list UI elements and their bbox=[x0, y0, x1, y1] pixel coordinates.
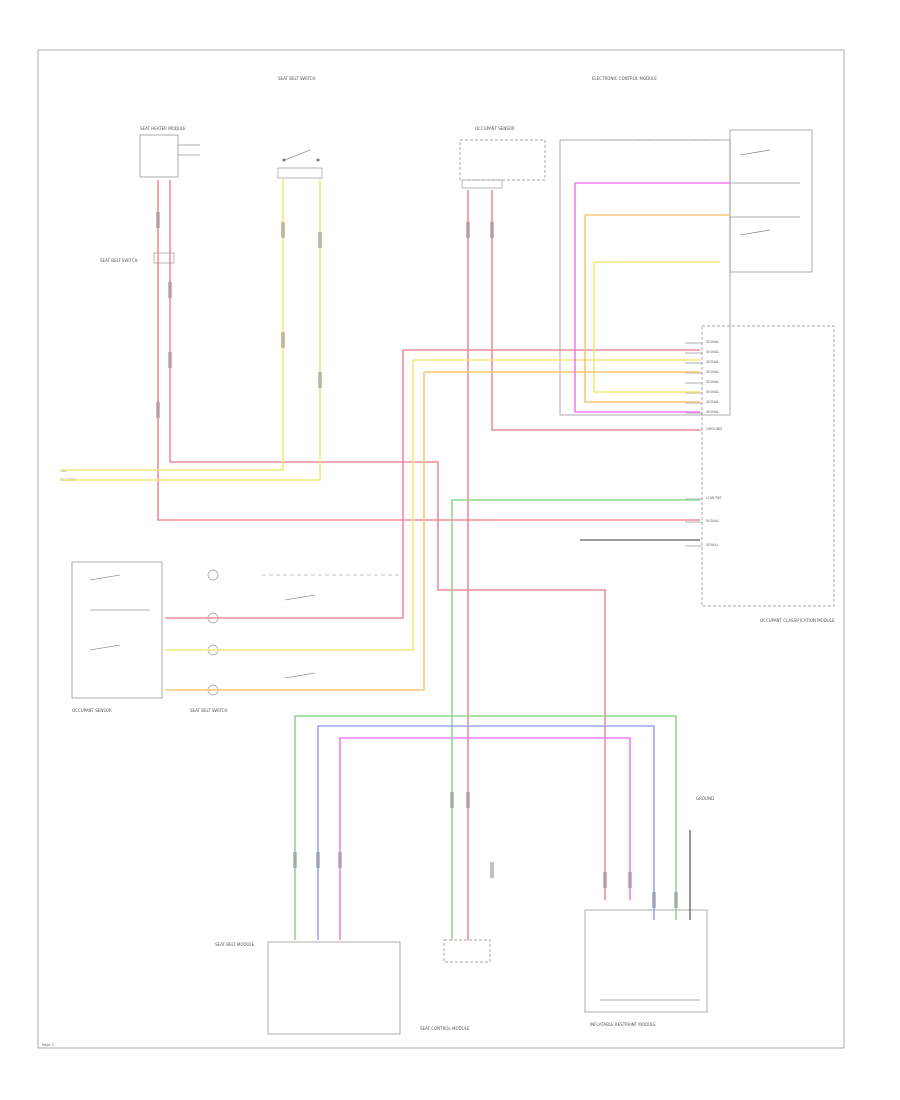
right-module-pin-11: SIGNAL bbox=[706, 519, 719, 523]
right-module-pin-9: GROUND bbox=[706, 427, 722, 431]
wire-green-2 bbox=[294, 715, 677, 940]
wire-splice-mark-1 bbox=[156, 212, 160, 228]
right-module-pin-5: SIGNAL bbox=[706, 380, 719, 384]
lower-left-sensor-label: OCCUPANT SENSOR bbox=[72, 708, 112, 713]
center-top-switch-label: SEAT BELT SWITCH bbox=[278, 76, 316, 81]
wire-splice-mark-18 bbox=[628, 872, 632, 888]
wire-red-6 bbox=[491, 190, 700, 431]
wire-splice-mark-6 bbox=[318, 232, 322, 248]
right-module-pin-7: SIGNAL bbox=[706, 400, 719, 404]
right-module-pin-6: SIGNAL bbox=[706, 390, 719, 394]
wire-yellow-6 bbox=[593, 262, 700, 393]
lower-left-connectors bbox=[207, 569, 219, 696]
bottom-center-module-label: SEAT CONTROL MODULE bbox=[420, 1026, 470, 1031]
wire-yellow-1 bbox=[60, 178, 284, 471]
right-module-label: OCCUPANT CLASSIFICATION MODULE bbox=[760, 618, 835, 623]
wire-green-1 bbox=[451, 499, 700, 940]
right-module-pin-8: SIGNAL bbox=[706, 410, 719, 414]
right-module-pin-10: LOW REF bbox=[706, 496, 722, 500]
wire-splice-mark-16 bbox=[490, 862, 494, 878]
wire-splice-mark-20 bbox=[674, 892, 678, 908]
left-connector-label: SEAT BELT SWITCH bbox=[100, 258, 138, 263]
wire-splice-mark-7 bbox=[281, 332, 285, 348]
center-top-switch-connector bbox=[277, 167, 323, 179]
wire-splice-mark-11 bbox=[293, 852, 297, 868]
top-right-note: ELECTRONIC CONTROL MODULE bbox=[592, 76, 657, 81]
wire-splice-mark-15 bbox=[466, 792, 470, 808]
wire-splice-mark-12 bbox=[316, 852, 320, 868]
left-connector bbox=[153, 252, 175, 264]
left-seat-heater-module bbox=[139, 134, 179, 178]
bottom-left-module-label: SEAT BELT MODULE bbox=[215, 942, 255, 947]
wire-red-1 bbox=[157, 180, 700, 521]
wire-splice-mark-9 bbox=[466, 222, 470, 238]
wire-splice-mark-17 bbox=[603, 872, 607, 888]
lower-left-switch-label: SEAT BELT SWITCH bbox=[190, 708, 228, 713]
left-edge-label-a: YEL bbox=[60, 469, 66, 473]
bottom-center-module bbox=[443, 939, 491, 963]
right-module-pin-labels: SIGNAL SIGNAL SIGNAL SIGNAL SIGNAL SIGNA… bbox=[706, 340, 722, 547]
right-module-pin-4: SIGNAL bbox=[706, 370, 719, 374]
right-module-pin-3: SIGNAL bbox=[706, 360, 719, 364]
bottom-right-ground-label: GROUND bbox=[696, 796, 714, 801]
bottom-left-module bbox=[267, 941, 401, 1035]
center-top-switch-contact bbox=[284, 149, 311, 161]
diagram-frame bbox=[37, 49, 845, 1049]
center-occupant-sensor-label: OCCUPANT SENSOR bbox=[475, 126, 515, 131]
lower-left-sensor bbox=[71, 561, 163, 699]
wire-blue-1 bbox=[317, 725, 655, 940]
wire-splice-mark-19 bbox=[652, 892, 656, 908]
wire-splice-mark-10 bbox=[490, 222, 494, 238]
wires bbox=[60, 178, 730, 940]
wire-magenta-3 bbox=[339, 737, 631, 940]
wire-orange-4 bbox=[584, 215, 700, 403]
wire-splice-mark-5 bbox=[281, 222, 285, 238]
wire-yellow-4 bbox=[165, 360, 414, 651]
wire-yellow-2 bbox=[60, 178, 321, 481]
page-footer: Page 2 bbox=[42, 1043, 54, 1047]
right-module bbox=[701, 325, 835, 607]
wire-splice-mark-8 bbox=[318, 372, 322, 388]
top-right-switch-box bbox=[729, 129, 813, 273]
left-seat-heater-module-label: SEAT HEATER MODULE bbox=[140, 126, 186, 131]
wire-splice-mark-14 bbox=[450, 792, 454, 808]
wire-magenta-2 bbox=[574, 183, 700, 413]
wire-splice-mark-2 bbox=[168, 282, 172, 298]
center-occupant-sensor bbox=[459, 139, 546, 181]
wire-red-2 bbox=[169, 180, 606, 900]
right-module-pin-2: SIGNAL bbox=[706, 350, 719, 354]
wire-splice-mark-4 bbox=[168, 352, 172, 368]
wire-red-4 bbox=[165, 350, 404, 619]
bottom-right-module-label: INFLATABLE RESTRAINT MODULE bbox=[590, 1022, 656, 1027]
right-module-pin-12: SERIAL bbox=[706, 543, 719, 547]
wire-splice-mark-3 bbox=[156, 402, 160, 418]
wire-splice-mark-13 bbox=[338, 852, 342, 868]
bottom-right-module bbox=[584, 909, 708, 1013]
wire-orange-2 bbox=[165, 372, 425, 691]
right-module-pin-1: SIGNAL bbox=[706, 340, 719, 344]
